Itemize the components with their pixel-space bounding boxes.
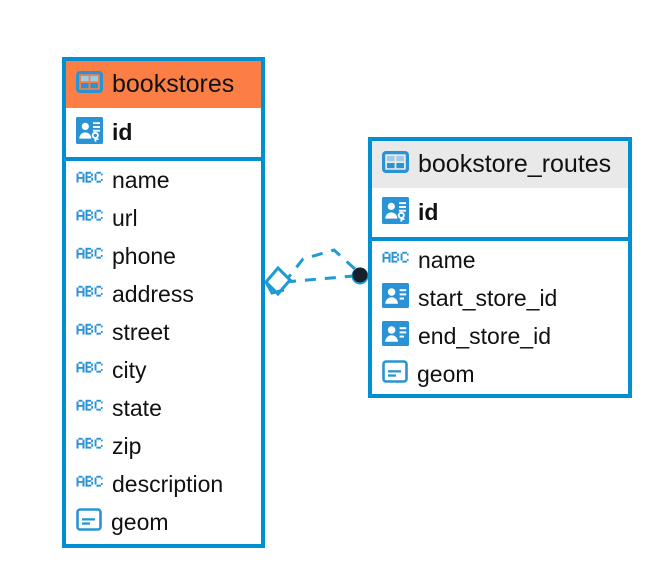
field-row-end-store-id[interactable]: end_store_id: [372, 317, 628, 355]
field-list-bookstore-routes: name start_store_id: [372, 241, 628, 394]
entity-bookstore-routes[interactable]: bookstore_routes: [368, 137, 632, 398]
primary-key-section-bookstore-routes: id: [372, 188, 628, 241]
abc-text-icon: [76, 475, 103, 494]
field-label: end_store_id: [418, 322, 551, 349]
field-row-id[interactable]: id: [66, 108, 261, 157]
table-icon: [382, 151, 409, 178]
field-row-description[interactable]: description: [66, 465, 261, 503]
field-label: zip: [112, 432, 142, 459]
abc-text-icon: [76, 171, 103, 190]
field-label: geom: [417, 360, 475, 387]
field-row-address[interactable]: address: [66, 275, 261, 313]
geometry-icon: [382, 360, 408, 388]
field-label: street: [112, 318, 170, 345]
field-label: city: [112, 356, 147, 383]
abc-text-icon: [76, 323, 103, 342]
entity-header-bookstores: bookstores: [66, 61, 261, 108]
foreign-key-icon: [382, 283, 409, 313]
abc-text-icon: [382, 251, 409, 270]
field-label: id: [112, 119, 133, 145]
field-row-state[interactable]: state: [66, 389, 261, 427]
field-row-street[interactable]: street: [66, 313, 261, 351]
field-row-name[interactable]: name: [372, 241, 628, 279]
abc-text-icon: [76, 209, 103, 228]
filled-circle-marker: [351, 267, 369, 285]
table-icon: [76, 71, 103, 98]
field-label: description: [112, 470, 224, 497]
primary-key-icon: [76, 116, 103, 149]
field-label: id: [418, 199, 439, 225]
field-label: url: [112, 204, 138, 231]
field-row-phone[interactable]: phone: [66, 237, 261, 275]
field-label: name: [418, 246, 476, 273]
field-row-name[interactable]: name: [66, 161, 261, 199]
primary-key-icon: [382, 196, 409, 229]
field-row-zip[interactable]: zip: [66, 427, 261, 465]
field-list-bookstores: name: [66, 161, 261, 544]
field-label: start_store_id: [418, 284, 558, 311]
abc-text-icon: [76, 285, 103, 304]
field-label: address: [112, 280, 194, 307]
field-label: phone: [112, 242, 176, 269]
abc-text-icon: [76, 437, 103, 456]
primary-key-section-bookstores: id: [66, 108, 261, 161]
abc-text-icon: [76, 361, 103, 380]
field-row-id[interactable]: id: [372, 188, 628, 237]
foreign-key-icon: [382, 321, 409, 351]
geometry-icon: [76, 508, 102, 536]
field-row-url[interactable]: url: [66, 199, 261, 237]
relationship-line-upper: [282, 248, 357, 284]
entity-bookstores[interactable]: bookstores id: [62, 57, 265, 548]
entity-header-bookstore-routes: bookstore_routes: [372, 141, 628, 188]
rhombus-marker: [263, 265, 293, 297]
field-row-city[interactable]: city: [66, 351, 261, 389]
field-label: state: [112, 394, 162, 421]
relationship-line-lower: [284, 274, 355, 284]
field-row-geom[interactable]: geom: [372, 355, 628, 393]
entity-title: bookstores: [112, 70, 235, 98]
field-label: name: [112, 166, 170, 193]
abc-text-icon: [76, 247, 103, 266]
field-row-start-store-id[interactable]: start_store_id: [372, 279, 628, 317]
field-label: geom: [111, 508, 169, 535]
field-row-geom[interactable]: geom: [66, 503, 261, 541]
entity-title: bookstore_routes: [418, 150, 612, 178]
abc-text-icon: [76, 399, 103, 418]
